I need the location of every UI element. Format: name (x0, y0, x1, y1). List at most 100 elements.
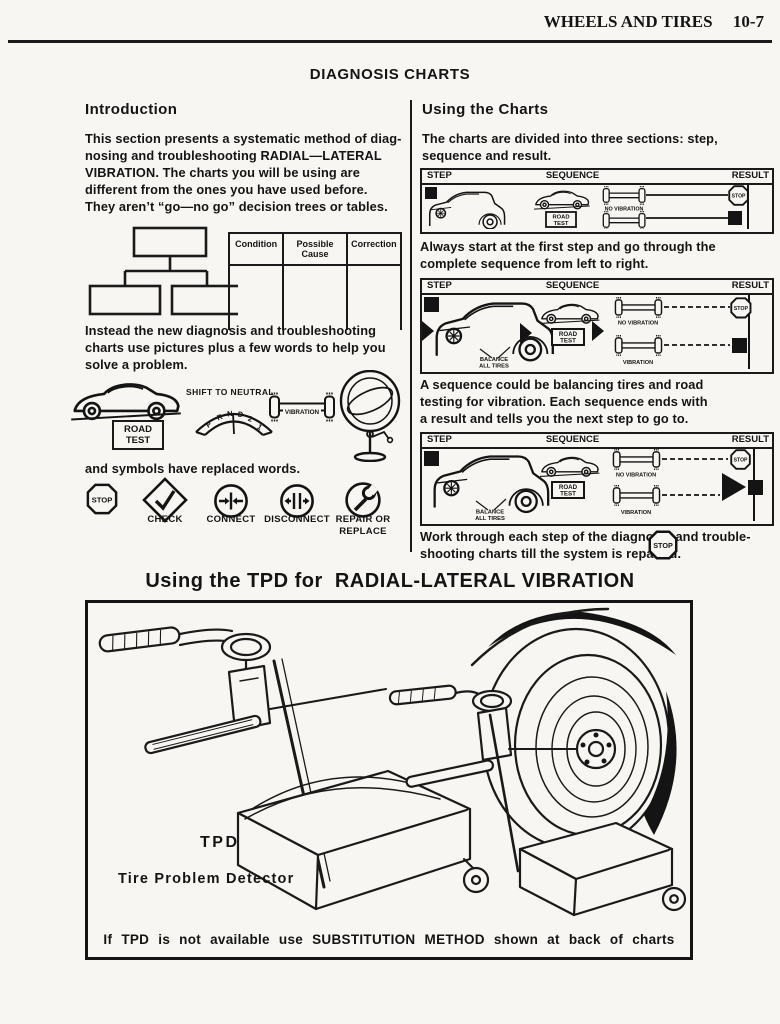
repair-label-line2: REPLACE (339, 525, 387, 537)
chart2-step-number: 1 (429, 300, 435, 312)
diagnosis-chart-2: STEP SEQUENCE RESULT 1 BALANCE ALL TIRES… (420, 278, 774, 374)
condition-table-header: Condition Possible Cause Correction (228, 232, 402, 266)
chart3-vibration-label: VIBRATION (621, 510, 651, 516)
using-paragraph-3: A sequence could be balancing tires and … (420, 377, 708, 426)
gear-letter-d: D (237, 410, 244, 420)
repair-label-line1: REPAIR OR (335, 514, 391, 525)
stop-symbol-text: STOP (92, 495, 113, 504)
table-column (348, 266, 400, 330)
diagnosis-chart-3: STEP SEQUENCE RESULT 1 BALANCE ALL TIRES… (420, 432, 774, 526)
using-paragraph-2: Always start at the first step and go th… (420, 239, 716, 271)
chart2-body: 1 BALANCE ALL TIRES ROAD TEST NO VIBRATI… (422, 295, 752, 370)
intro-paragraph-2: Instead the new diagnosis and troublesho… (85, 323, 386, 372)
chart2-result-number: 2 (737, 341, 742, 352)
tpd-full-label: Tire Problem Detector (118, 871, 294, 887)
chart3-step-header: STEP (427, 434, 452, 445)
check-label: CHECK (147, 514, 183, 525)
chart3-result-number: 2 (753, 483, 758, 494)
chart3-no-vibration-label: NO VIBRATION (616, 473, 656, 479)
using-charts-heading: Using the Charts (422, 101, 549, 118)
road-test-line1: ROAD (124, 424, 152, 435)
chart3-sequence-header: SEQUENCE (545, 434, 600, 445)
intro-paragraph-1: This section presents a systematic metho… (85, 131, 402, 214)
tpd-on-wheel-art (388, 607, 687, 917)
chart3-road-line2: TEST (560, 491, 576, 498)
condition-table: Condition Possible Cause Correction (228, 232, 402, 330)
gear-letter-n: N (227, 409, 233, 419)
wheel-balancer-art (339, 370, 401, 462)
gear-indicator-art: P R N D 2 1 (195, 409, 273, 437)
gear-letter-p: P (204, 419, 213, 429)
chart2-road-line2: TEST (560, 338, 576, 345)
disconnect-symbol-icon (280, 484, 314, 518)
chart2-vibration-label: VIBRATION (623, 360, 653, 366)
decision-tree-diagram (88, 226, 238, 316)
connect-symbol-icon (214, 484, 248, 518)
chart1-road-line1: ROAD (552, 215, 569, 221)
header-rule (8, 40, 772, 43)
stop-symbol-icon: STOP (86, 483, 118, 515)
chart2-balance-line2: ALL TIRES (479, 364, 509, 370)
chart1-sequence-header: SEQUENCE (545, 170, 600, 181)
chart1-body: ROAD TEST NO VIBRATION STOP 2 (425, 185, 749, 231)
road-test-car-art (70, 383, 182, 421)
chart2-step-header: STEP (427, 280, 452, 291)
using-paragraph-4: Work through each step of the diagnosis … (420, 529, 751, 561)
chart3-body: 1 BALANCE ALL TIRES ROAD TEST NO VIBRATI… (424, 448, 763, 522)
diagnosis-chart-1: STEP SEQUENCE RESULT ROAD TEST NO VIBRAT… (420, 168, 774, 234)
vibration-label: VIBRATION (282, 409, 322, 416)
table-column (284, 266, 348, 330)
chart1-no-vibration-label: NO VIBRATION (605, 207, 644, 213)
chart3-road-line1: ROAD (559, 484, 578, 491)
chart3-result-arrow (722, 473, 746, 501)
tpd-heading: Using the TPD for RADIAL-LATERAL VIBRATI… (145, 570, 635, 592)
chart3-balance-line1: BALANCE (476, 510, 504, 516)
chart1-step-header: STEP (427, 170, 452, 181)
chart1-result-header: RESULT (731, 170, 769, 181)
chart3-header: STEP SEQUENCE RESULT (422, 434, 772, 449)
chart2-stop-icon: STOP (730, 297, 752, 319)
table-column (230, 266, 285, 330)
road-test-sign: ROAD TEST (112, 420, 164, 450)
tpd-illustration-frame: TPD Tire Problem Detector If TPD is not … (85, 600, 693, 960)
chart3-result-header: RESULT (731, 434, 769, 445)
trailing-stop-icon: STOP (648, 530, 678, 560)
chart3-balance-line2: ALL TIRES (475, 516, 505, 521)
table-header-possible-cause: Possible Cause (284, 234, 348, 264)
chart2-result-header: RESULT (731, 280, 769, 291)
table-header-correction: Correction (351, 239, 397, 249)
chart1-result-number: 2 (732, 214, 737, 224)
gear-letter-2: 2 (247, 414, 254, 424)
tpd-device-art (98, 626, 490, 911)
chart1-road-line2: TEST (554, 221, 569, 227)
repair-symbol-icon (345, 482, 381, 518)
connect-label: CONNECT (206, 514, 256, 525)
condition-table-body (228, 266, 402, 330)
chart3-step-number: 1 (429, 454, 435, 466)
intro-heading: Introduction (85, 101, 178, 118)
gear-letter-1: 1 (255, 422, 263, 432)
using-paragraph-1: The charts are divided into three sectio… (422, 131, 718, 163)
check-symbol-icon (142, 477, 188, 523)
running-header: WHEELS AND TIRES 10-7 (544, 12, 764, 32)
svg-text:STOP: STOP (734, 306, 749, 312)
chart3-stop-icon: STOP (730, 449, 751, 470)
chart2-balance-line1: BALANCE (480, 357, 508, 363)
road-test-line2: TEST (125, 435, 151, 446)
intro-paragraph-3: and symbols have replaced words. (85, 461, 301, 476)
vibration-label-wrap: VIBRATION (268, 401, 336, 419)
chart1-header: STEP SEQUENCE RESULT (422, 170, 772, 185)
main-heading: DIAGNOSIS CHARTS (309, 66, 471, 83)
shift-to-neutral-label: SHIFT TO NEUTRAL (186, 387, 274, 397)
table-header-condition: Condition (230, 234, 285, 264)
gear-letter-r: R (216, 412, 225, 423)
svg-text:STOP: STOP (732, 194, 746, 200)
svg-text:STOP: STOP (653, 541, 673, 550)
tpd-note: If TPD is not available use SUBSTITUTION… (103, 932, 675, 947)
chart2-sequence-header: SEQUENCE (545, 280, 600, 291)
chart1-stop-icon: STOP (728, 185, 749, 206)
chart2-no-vibration-label: NO VIBRATION (618, 321, 658, 327)
svg-text:STOP: STOP (734, 458, 748, 464)
tpd-abbr-label: TPD (200, 834, 240, 851)
